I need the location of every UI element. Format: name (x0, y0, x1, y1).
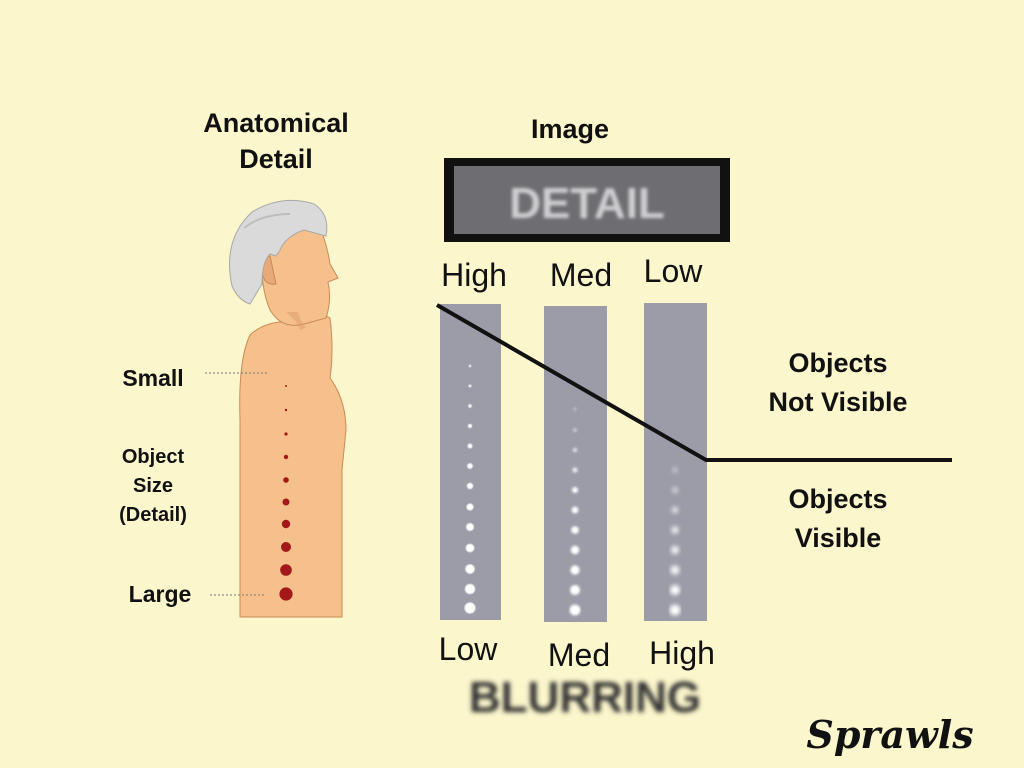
dot-5 (283, 477, 289, 483)
object-size-label-line1: Object (122, 446, 185, 468)
column-dot (466, 482, 474, 490)
dot-3 (284, 432, 288, 436)
column-dot (670, 565, 680, 575)
not-visible-label-line1: Objects (788, 348, 887, 378)
column-dot (468, 364, 472, 368)
column-high-dots (669, 467, 681, 616)
detail-level-high: High (441, 257, 507, 293)
column-med-blur (544, 306, 607, 622)
column-dot (466, 523, 474, 531)
visible-label-line1: Objects (788, 484, 887, 514)
column-dot (572, 487, 578, 493)
hair-strand (243, 213, 291, 229)
detail-box-label: DETAIL (509, 179, 665, 228)
column-dot (572, 467, 578, 473)
column-dot (464, 583, 476, 595)
detail-box-inner (454, 166, 720, 234)
signature: Sprawls (806, 712, 973, 757)
column-med-dots (569, 407, 581, 616)
column-dot (672, 467, 678, 473)
column-dot (571, 506, 579, 514)
anatomical-title-line2: Detail (239, 144, 313, 174)
column-dot (571, 526, 579, 534)
column-dot (467, 463, 473, 469)
column-dot (465, 564, 475, 574)
blurring-label: BLURRING (469, 673, 701, 722)
column-dot (465, 543, 475, 553)
detail-level-med: Med (550, 257, 612, 293)
column-dot (468, 424, 472, 428)
hair (229, 199, 328, 305)
column-dot (573, 407, 577, 411)
visibility-threshold-line (436, 303, 952, 462)
detail-level-low: Low (644, 253, 704, 289)
column-dot (468, 384, 472, 388)
column-dot (672, 487, 678, 493)
column-dot (466, 503, 474, 511)
dot-1 (285, 385, 287, 387)
column-dot (570, 585, 580, 595)
anatomical-title-line1: Anatomical (203, 108, 349, 138)
blur-level-high: High (649, 635, 715, 671)
dot-9 (280, 564, 292, 576)
dot-8 (281, 542, 291, 552)
column-dot (671, 526, 679, 534)
column-dot (569, 604, 581, 616)
torso (239, 299, 347, 618)
column-dot (669, 604, 681, 616)
column-dot (671, 506, 679, 514)
column-dot (573, 428, 577, 432)
dot-2 (284, 408, 288, 412)
object-size-label-line3: (Detail) (119, 504, 187, 526)
neck-shadow (286, 312, 306, 330)
dot-6 (282, 498, 290, 506)
blur-level-med: Med (548, 637, 610, 673)
column-dot (570, 545, 580, 555)
column-dot (670, 545, 680, 555)
large-label: Large (129, 581, 192, 607)
object-size-label-line2: Size (133, 475, 173, 497)
visible-label-line2: Visible (795, 523, 882, 553)
not-visible-label-line2: Not Visible (768, 387, 907, 417)
column-dot (570, 565, 580, 575)
column-dot (467, 443, 473, 449)
image-title: Image (531, 114, 609, 144)
small-label: Small (122, 365, 183, 391)
dot-4 (283, 454, 289, 460)
dot-7 (281, 519, 291, 529)
blur-level-low: Low (439, 631, 499, 667)
detail-box: DETAIL (444, 158, 730, 242)
human-figure (229, 199, 347, 618)
column-dot (468, 404, 472, 408)
column-dot (464, 602, 476, 614)
column-dot (572, 447, 578, 453)
dot-10 (279, 587, 293, 601)
column-dot (670, 585, 680, 595)
column-low-dots (464, 364, 476, 614)
object-size-dots (279, 385, 293, 601)
